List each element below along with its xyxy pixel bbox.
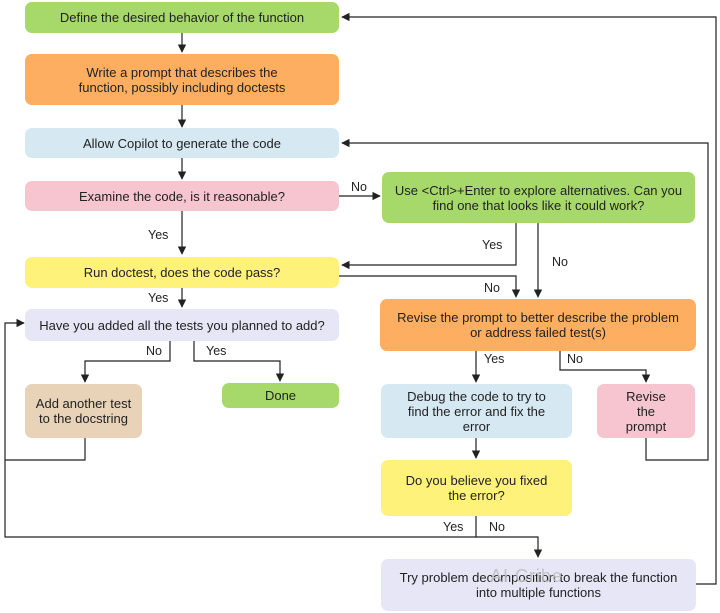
examine-yes-label: Yes: [148, 228, 169, 242]
revise-no-label: No: [567, 352, 583, 366]
arrow-reviseprompt-loop: [341, 138, 709, 461]
added-tests-node: Have you added all the tests you planned…: [25, 309, 339, 341]
revise-prompt-node: Revise the prompt: [597, 384, 695, 438]
add-test-node: Add another test to the docstring: [25, 384, 142, 438]
write-prompt-node: Write a prompt that describes the functi…: [25, 54, 339, 105]
decompose-node: Try problem decomposition to break the f…: [381, 559, 696, 611]
arrow-decompose-loop: [341, 12, 717, 585]
doctest-no-label: No: [484, 281, 500, 295]
run-doctest-node: Run doctest, does the code pass?: [25, 257, 339, 288]
added-yes-label: Yes: [206, 344, 227, 358]
doctest-yes-label: Yes: [148, 291, 169, 305]
fixed-no-label: No: [489, 520, 505, 534]
done-node: Done: [222, 383, 339, 408]
fixed-yes-label: Yes: [443, 520, 464, 534]
arrow-fixed-yes: [4, 460, 477, 538]
arrow-explore-yes: [341, 223, 517, 270]
added-no-label: No: [146, 344, 162, 358]
arrow-added-yes: [193, 341, 285, 382]
explore-no-label: No: [552, 255, 568, 269]
revise-yes-label: Yes: [484, 352, 505, 366]
arrow-fixed-no-to-decompose: [476, 536, 543, 558]
define-behavior-node: Define the desired behavior of the funct…: [25, 2, 339, 33]
arrow-added-no: [80, 341, 171, 383]
revise-describe-node: Revise the prompt to better describe the…: [380, 299, 696, 351]
watermark: AI Cribe: [490, 566, 564, 586]
arrow-doctest-no: [339, 275, 521, 298]
explore-yes-label: Yes: [482, 238, 503, 252]
arrow-revise-no: [559, 351, 651, 383]
debug-code-node: Debug the code to try to find the error …: [381, 384, 572, 438]
examine-code-node: Examine the code, is it reasonable?: [25, 181, 339, 211]
allow-copilot-node: Allow Copilot to generate the code: [25, 128, 339, 158]
explore-alternatives-node: Use <Ctrl>+Enter to explore alternatives…: [382, 172, 695, 223]
believe-fixed-node: Do you believe you fixed the error?: [381, 460, 572, 516]
examine-no-label: No: [351, 180, 367, 194]
